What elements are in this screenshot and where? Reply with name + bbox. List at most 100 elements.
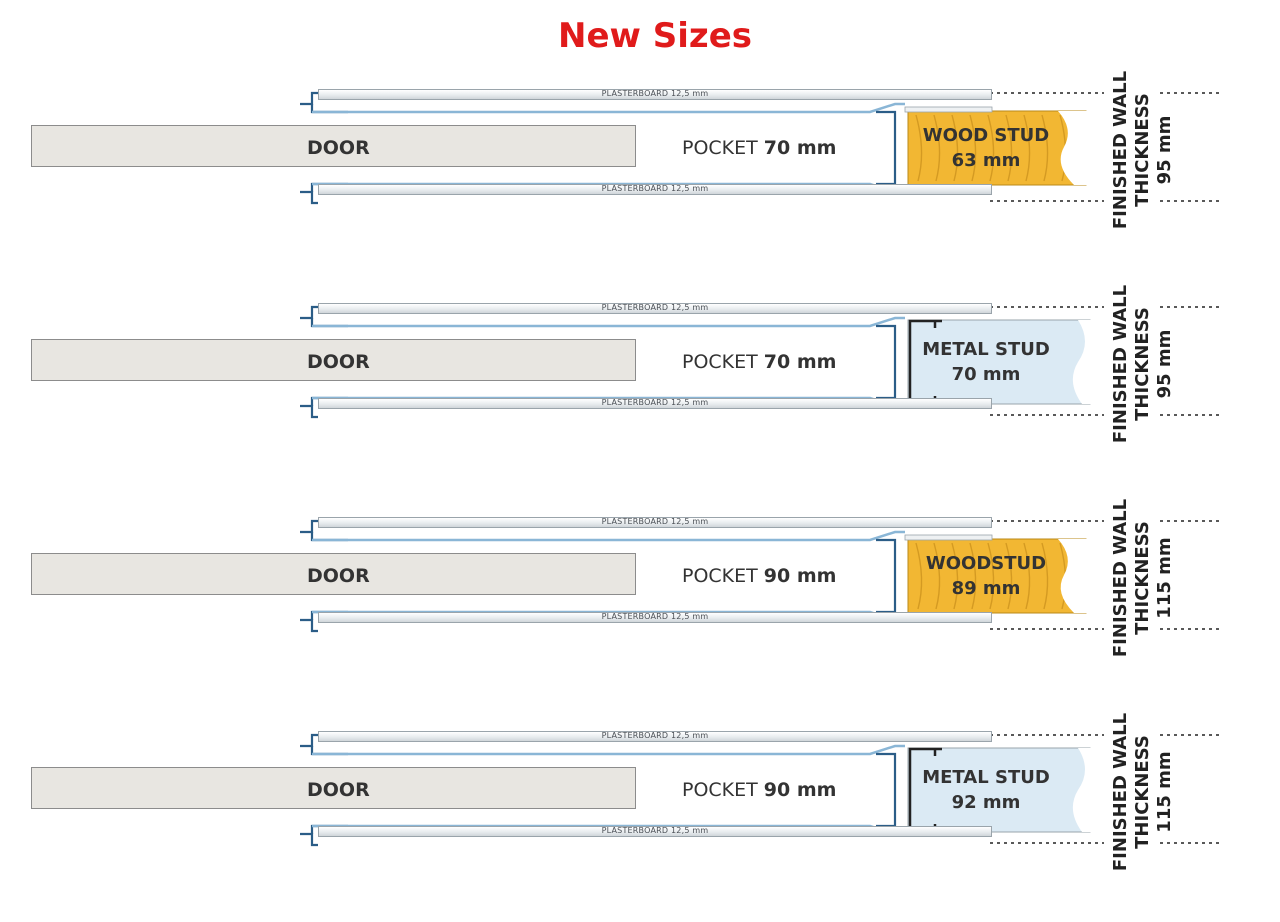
plasterboard-bottom: PLASTERBOARD 12,5 mm — [318, 826, 992, 837]
plasterboard-top: PLASTERBOARD 12,5 mm — [318, 517, 992, 528]
wood-grain-line — [1005, 542, 1013, 610]
frame-profile-bottom — [300, 832, 318, 847]
wall-section: PLASTERBOARD 12,5 mm PLASTERBOARD 12,5 mm… — [0, 713, 1280, 882]
pocket-label: POCKET 70 mm — [682, 137, 836, 159]
frame-profile-bottom — [300, 404, 318, 419]
section-drawing — [300, 733, 1222, 847]
wood-grain-line — [951, 114, 959, 182]
stud-label-line2: 63 mm — [951, 150, 1021, 171]
plasterboard-label: PLASTERBOARD 12,5 mm — [601, 398, 709, 407]
page-title: New Sizes — [558, 16, 752, 56]
stud-label-line2: 89 mm — [951, 578, 1021, 599]
frame-profile-bottom — [300, 618, 318, 633]
wall-thickness-value: 95 mm — [1154, 329, 1175, 399]
wood-grain-line — [987, 114, 995, 182]
pocket-end-profile — [876, 110, 897, 186]
door-panel: DOOR — [31, 339, 636, 381]
wood-grain-line — [951, 542, 959, 610]
plasterboard-top: PLASTERBOARD 12,5 mm — [318, 731, 992, 742]
wall-thickness-line2: THICKNESS — [1132, 521, 1153, 635]
wall-thickness-line1: FINISHED WALL — [1110, 712, 1131, 872]
pocket-value: 90 mm — [763, 779, 837, 801]
wall-thickness-value: 115 mm — [1154, 751, 1175, 833]
wood-grain-line — [915, 114, 923, 182]
wood-grain-line — [1023, 542, 1031, 610]
plasterboard-top: PLASTERBOARD 12,5 mm — [318, 303, 992, 314]
frame-profile-top — [300, 91, 318, 106]
wood-grain-line — [1041, 114, 1049, 182]
wall-section: PLASTERBOARD 12,5 mm PLASTERBOARD 12,5 mm… — [0, 71, 1280, 240]
stud-label-line2: 92 mm — [951, 792, 1021, 813]
door-panel: DOOR — [31, 767, 636, 809]
metal-stud-block — [907, 747, 1091, 833]
wall-section: PLASTERBOARD 12,5 mm PLASTERBOARD 12,5 mm… — [0, 499, 1280, 668]
plasterboard-bottom: PLASTERBOARD 12,5 mm — [318, 398, 992, 409]
wood-grain-line — [969, 114, 977, 182]
wall-thickness-line1: FINISHED WALL — [1110, 70, 1131, 230]
door-panel: DOOR — [31, 125, 636, 167]
wood-grain-line — [933, 542, 941, 610]
wood-grain-line — [1041, 542, 1049, 610]
plasterboard-label: PLASTERBOARD 12,5 mm — [601, 612, 709, 621]
door-label: DOOR — [307, 351, 370, 373]
break-edge — [1058, 539, 1090, 613]
wood-grain-line — [1023, 114, 1031, 182]
pocket-label: POCKET 90 mm — [682, 779, 836, 801]
wood-grain-line — [969, 542, 977, 610]
frame-profile-bottom — [300, 190, 318, 205]
wood-grain-line — [987, 542, 995, 610]
pocket-prefix: POCKET — [682, 779, 764, 801]
stud-label-line2: 70 mm — [951, 364, 1021, 385]
wall-section: PLASTERBOARD 12,5 mm PLASTERBOARD 12,5 mm… — [0, 285, 1280, 454]
plasterboard-bottom: PLASTERBOARD 12,5 mm — [318, 184, 992, 195]
wood-grain-line — [1005, 114, 1013, 182]
pocket-prefix: POCKET — [682, 565, 764, 587]
pocket-value: 70 mm — [763, 351, 837, 373]
door-label: DOOR — [307, 779, 370, 801]
stud-label-line1: METAL STUD — [922, 767, 1050, 788]
wall-thickness-line2: THICKNESS — [1132, 735, 1153, 849]
door-label: DOOR — [307, 565, 370, 587]
door-panel: DOOR — [31, 553, 636, 595]
plasterboard-top: PLASTERBOARD 12,5 mm — [318, 89, 992, 100]
plasterboard-label: PLASTERBOARD 12,5 mm — [601, 184, 709, 193]
pocket-prefix: POCKET — [682, 137, 764, 159]
thin-board — [904, 534, 993, 541]
pocket-end-profile — [876, 752, 897, 828]
metal-stud-block — [907, 319, 1091, 405]
plasterboard-bottom: PLASTERBOARD 12,5 mm — [318, 612, 992, 623]
wall-thickness-line2: THICKNESS — [1132, 93, 1153, 207]
stud-label-line1: WOOD STUD — [922, 125, 1050, 146]
stud-label-line1: METAL STUD — [922, 339, 1050, 360]
stud-label-line1: WOODSTUD — [925, 553, 1047, 574]
frame-profile-top — [300, 305, 318, 320]
thin-board — [904, 106, 993, 113]
wall-thickness-value: 95 mm — [1154, 115, 1175, 185]
frame-profile-top — [300, 519, 318, 534]
plasterboard-label: PLASTERBOARD 12,5 mm — [601, 826, 709, 835]
plasterboard-label: PLASTERBOARD 12,5 mm — [601, 517, 709, 526]
pocket-end-profile — [876, 324, 897, 400]
wall-thickness-line2: THICKNESS — [1132, 307, 1153, 421]
plasterboard-label: PLASTERBOARD 12,5 mm — [601, 731, 709, 740]
plasterboard-label: PLASTERBOARD 12,5 mm — [601, 303, 709, 312]
pocket-label: POCKET 70 mm — [682, 351, 836, 373]
pocket-end-profile — [876, 538, 897, 614]
wood-grain-line — [915, 542, 923, 610]
pocket-value: 70 mm — [763, 137, 837, 159]
pocket-prefix: POCKET — [682, 351, 764, 373]
wall-thickness-line1: FINISHED WALL — [1110, 498, 1131, 658]
wood-grain-line — [933, 114, 941, 182]
wall-thickness-value: 115 mm — [1154, 537, 1175, 619]
frame-profile-top — [300, 733, 318, 748]
pocket-label: POCKET 90 mm — [682, 565, 836, 587]
break-edge — [1058, 111, 1090, 185]
section-drawing — [300, 91, 1222, 205]
break-edge — [1072, 320, 1095, 404]
pocket-value: 90 mm — [763, 565, 837, 587]
break-edge — [1072, 748, 1095, 832]
